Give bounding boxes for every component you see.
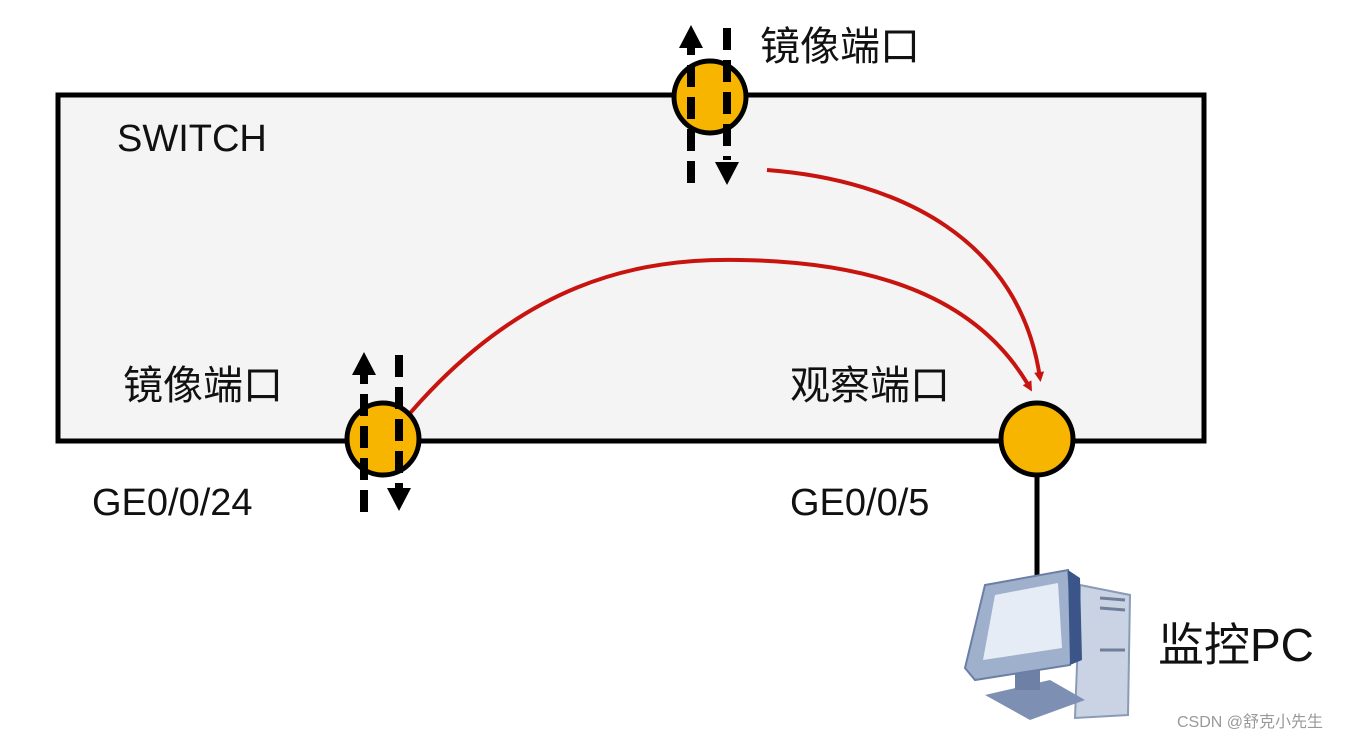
arrow-down-icon (387, 488, 411, 511)
observe-port (998, 400, 1076, 478)
mirror-flow-arrow-top (766, 168, 1045, 382)
computer-icon (963, 568, 1132, 720)
monitor-pc-label: 监控PC (1158, 619, 1314, 671)
mirror-port-top-label: 镜像端口 (760, 25, 920, 69)
switch-box (55, 92, 1207, 444)
mirror-port-top (671, 25, 749, 185)
switch-label: SWITCH (117, 118, 267, 160)
observe-port-id: GE0/0/5 (790, 482, 929, 524)
mirror-port-left (344, 352, 422, 512)
observe-port-label: 观察端口 (790, 364, 950, 408)
arrow-up-icon (679, 25, 703, 48)
mirror-flow-arrow-left (398, 257, 1032, 427)
mirror-port-left-id: GE0/0/24 (92, 482, 253, 524)
arrow-down-icon (715, 162, 739, 185)
arrow-up-icon (352, 352, 376, 375)
mirror-port-left-label: 镜像端口 (123, 364, 283, 408)
watermark: CSDN @舒克小先生 (1177, 713, 1323, 731)
